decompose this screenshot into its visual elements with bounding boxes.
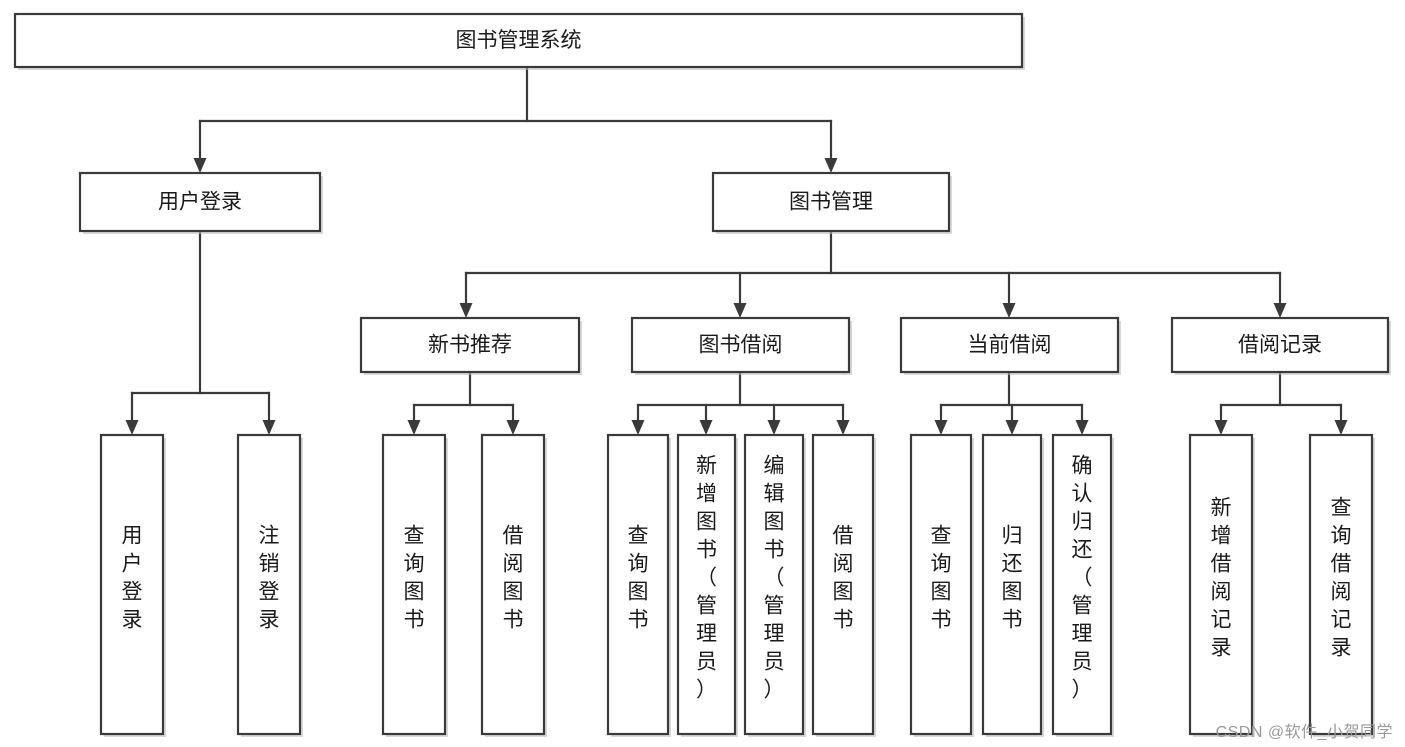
node-rect[interactable] [909,433,973,736]
node-leaf-leaf-add-borrow-record[interactable]: 新增借阅记录 [1188,433,1255,737]
connector-arrow-head [407,420,421,435]
node-rect[interactable] [480,433,546,736]
connector-arrow-head [1002,303,1016,318]
node-l3-borrow-record[interactable]: 借阅记录 [1170,316,1391,375]
node-root-root[interactable]: 图书管理系统 [13,12,1025,70]
node-label: 编辑图书（管理员） [764,455,785,702]
node-leaf-leaf-confirm-return-admin[interactable]: 确认归还（管理员） [1051,433,1114,737]
node-label: 注销登录 [259,525,280,632]
node-label: 查询图书 [404,525,425,632]
connector-arrow-head [733,303,747,318]
node-label: 图书借阅 [699,334,783,357]
csdn-watermark: CSDN @软件_小贺同学 [1215,724,1393,741]
node-l2-user-login[interactable]: 用户登录 [78,171,323,234]
connector-arrow-head [262,420,276,435]
node-label: 借阅图书 [833,525,854,632]
connector-arrow-head [934,420,948,435]
node-label: 用户登录 [158,191,242,214]
node-rect[interactable] [1308,433,1374,736]
node-label: 查询借阅记录 [1331,497,1352,660]
node-leaf-leaf-return-book[interactable]: 归还图书 [981,433,1044,737]
connector-arrow-head [1214,420,1228,435]
node-rect[interactable] [899,316,1120,374]
connectors-layer [125,65,1348,435]
node-label: 归还图书 [1002,525,1023,632]
node-label: 新增图书（管理员） [696,455,717,702]
connector-arrow-head [459,303,473,318]
node-label: 查询图书 [628,525,649,632]
node-rect[interactable] [630,316,851,374]
connector-arrow-head [125,420,139,435]
connector-arrow-head [193,158,207,173]
node-label: 图书管理 [789,191,873,214]
node-rect[interactable] [381,433,447,736]
connector-arrow-head [824,158,838,173]
node-rect[interactable] [1051,433,1113,736]
node-rect[interactable] [13,12,1024,69]
connector-arrow-head [506,420,520,435]
node-l3-current-borrow[interactable]: 当前借阅 [899,316,1121,375]
node-label: 当前借阅 [968,334,1052,357]
node-leaf-leaf-logout[interactable]: 注销登录 [236,433,303,737]
node-rect[interactable] [236,433,302,736]
node-leaf-leaf-query-book-current[interactable]: 查询图书 [909,433,974,737]
node-rect[interactable] [78,171,322,233]
nodes-layer: 图书管理系统用户登录图书管理新书推荐图书借阅当前借阅借阅记录用户登录注销登录查询… [13,12,1391,737]
node-rect[interactable] [811,433,875,736]
node-label: 借阅图书 [503,525,524,632]
connector-arrow-head [1334,420,1348,435]
node-rect[interactable] [981,433,1043,736]
node-label: 确认归还（管理员） [1072,455,1093,702]
connector-arrow-head [767,420,781,435]
node-rect[interactable] [711,171,951,233]
node-leaf-leaf-query-book-new[interactable]: 查询图书 [381,433,448,737]
node-rect[interactable] [1188,433,1254,736]
node-label: 借阅记录 [1238,334,1322,357]
node-rect[interactable] [676,433,737,736]
node-leaf-leaf-user-login[interactable]: 用户登录 [99,433,166,737]
connector-arrow-head [699,420,713,435]
node-label: 用户登录 [122,525,143,632]
node-leaf-leaf-borrow-book[interactable]: 借阅图书 [811,433,876,737]
node-rect[interactable] [359,316,581,374]
node-rect[interactable] [1170,316,1390,374]
node-rect[interactable] [99,433,165,736]
node-l3-new-book-recommend[interactable]: 新书推荐 [359,316,582,375]
connector-arrow-head [631,420,645,435]
node-label: 查询图书 [931,525,952,632]
node-leaf-leaf-query-book-borrow[interactable]: 查询图书 [606,433,671,737]
node-leaf-leaf-query-borrow-record[interactable]: 查询借阅记录 [1308,433,1375,737]
node-leaf-leaf-add-book-admin[interactable]: 新增图书（管理员） [676,433,738,737]
node-label: 新增借阅记录 [1211,497,1232,660]
connector-arrow-head [1005,420,1019,435]
node-label: 图书管理系统 [456,29,582,52]
node-rect[interactable] [743,433,805,736]
node-leaf-leaf-edit-book-admin[interactable]: 编辑图书（管理员） [743,433,806,737]
node-leaf-leaf-borrow-book-new[interactable]: 借阅图书 [480,433,547,737]
node-label: 新书推荐 [428,334,512,357]
connector-arrow-head [1273,303,1287,318]
node-l2-book-management[interactable]: 图书管理 [711,171,952,234]
connector-arrow-head [836,420,850,435]
node-l3-book-borrow[interactable]: 图书借阅 [630,316,852,375]
node-rect[interactable] [606,433,670,736]
connector-arrow-head [1075,420,1089,435]
